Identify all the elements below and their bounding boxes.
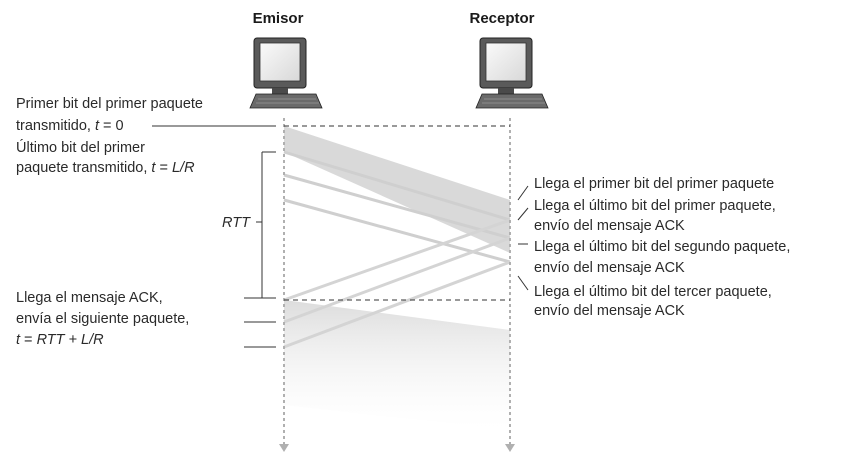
ack-lines bbox=[283, 218, 511, 349]
packet-band-2 bbox=[284, 300, 510, 430]
last-bit-label-line2: paquete transmitido, t = L/R bbox=[16, 160, 195, 176]
left-leader-lines bbox=[152, 125, 276, 348]
ack-arrives-label-line2: envía el siguiente paquete, bbox=[16, 311, 189, 327]
right-label-4-line2: envío del mensaje ACK bbox=[534, 303, 685, 319]
rtt-label: RTT bbox=[222, 215, 251, 231]
first-bit-label-line1: Primer bit del primer paquete bbox=[16, 96, 203, 112]
first-bit-label-line2: transmitido, t = 0 bbox=[16, 118, 124, 134]
receiver-label: Receptor bbox=[469, 10, 534, 27]
receiver-computer-icon bbox=[475, 37, 549, 109]
right-label-2-line1: Llega el último bit del primer paquete, bbox=[534, 198, 776, 214]
right-label-3-line2: envío del mensaje ACK bbox=[534, 260, 685, 276]
last-bit-label-line1: Último bit del primer bbox=[16, 139, 145, 156]
sender-timeline bbox=[279, 118, 289, 452]
packet-band-1 bbox=[284, 126, 510, 253]
right-label-1-line1: Llega el primer bit del primer paquete bbox=[534, 176, 774, 192]
sender-computer-icon bbox=[249, 37, 323, 109]
ack-arrives-label-line1: Llega el mensaje ACK, bbox=[16, 290, 163, 306]
right-label-3-line1: Llega el último bit del segundo paquete, bbox=[534, 239, 790, 255]
receiver-timeline bbox=[505, 118, 515, 452]
right-label-4-line1: Llega el último bit del tercer paquete, bbox=[534, 284, 772, 300]
sender-label: Emisor bbox=[253, 10, 304, 27]
right-label-2-line2: envío del mensaje ACK bbox=[534, 218, 685, 234]
ack-arrives-label-line3: t = RTT + L/R bbox=[16, 332, 104, 348]
right-leader-lines bbox=[517, 185, 529, 291]
